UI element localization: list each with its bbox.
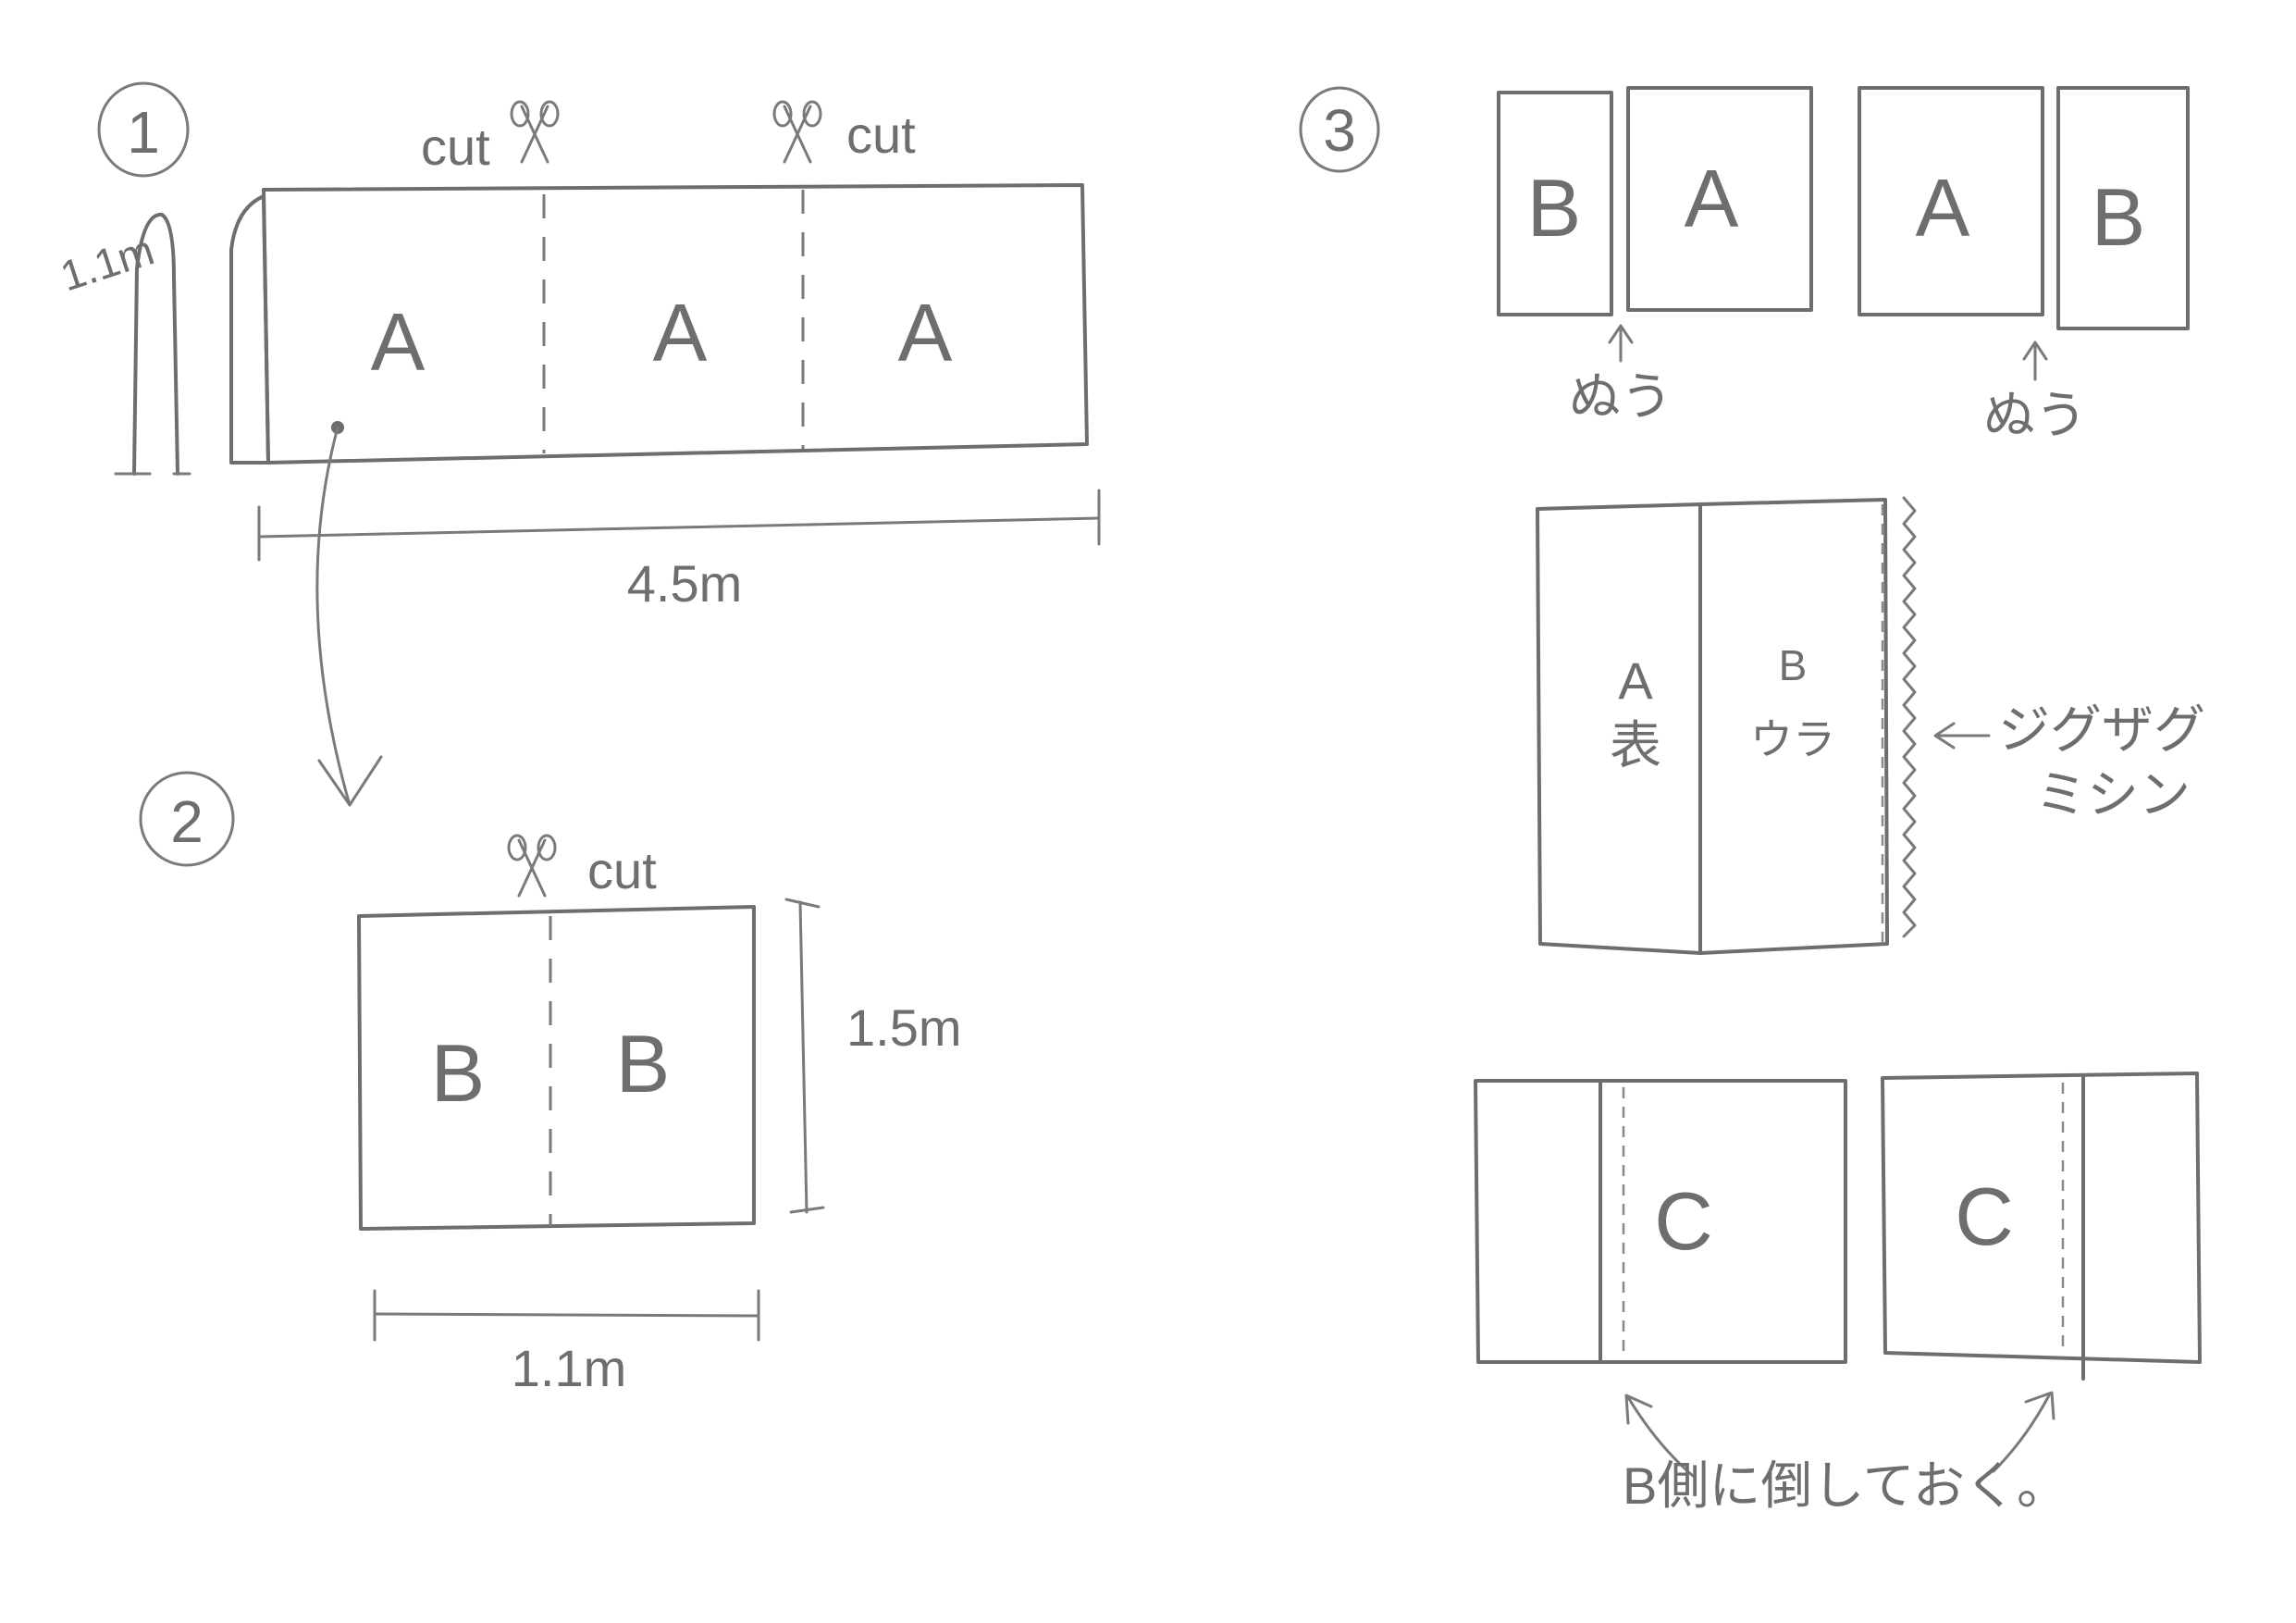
label-a-left: A xyxy=(1685,153,1739,244)
scissors-icon xyxy=(772,100,822,164)
panel-a-2: A xyxy=(653,287,708,378)
panel-b-left xyxy=(1497,91,1613,316)
panel-a-1: A xyxy=(371,296,426,388)
fold-note: B側に倒しておく。 xyxy=(1623,1456,2068,1515)
label-a-right: A xyxy=(1916,162,1970,254)
panel-a-3: A xyxy=(898,287,953,378)
fabric-roll-side xyxy=(132,213,179,476)
zigzag-stitch xyxy=(1902,496,1917,938)
step-2-number: 2 xyxy=(170,788,204,855)
step-1-circle xyxy=(97,81,190,178)
label-c-right: C xyxy=(1955,1171,2014,1262)
arrow-to-step-2 xyxy=(315,426,352,807)
label-b-left: B xyxy=(1527,162,1582,254)
panel-c-right xyxy=(1881,1072,2202,1364)
back-label: ウラ xyxy=(1750,715,1835,763)
cut-label-3: cut xyxy=(587,841,657,899)
sewn-panel-b xyxy=(1698,498,1889,955)
step-1-number: 1 xyxy=(127,99,160,166)
step-3-circle xyxy=(1299,86,1380,173)
panel-b-1: B xyxy=(431,1027,486,1119)
height-label-2: 1.5m xyxy=(846,998,962,1057)
sewn-label-b: B xyxy=(1779,641,1808,689)
scissors-icon xyxy=(510,100,560,164)
panel-b-2: B xyxy=(616,1018,671,1109)
step-3: 3 B A A B ぬう ぬう A 表 B ウラ ジグザグ ミシン xyxy=(1299,86,2205,1515)
fabric-long-rect xyxy=(262,183,1089,465)
length-dim-line xyxy=(257,516,1101,539)
width-label-2: 1.1m xyxy=(512,1339,627,1397)
step-1: 1 1.1m A A A cut cut 4.5m xyxy=(55,81,1101,807)
step-2-circle xyxy=(139,771,235,867)
cut-label-2: cut xyxy=(846,105,916,164)
sew-label-right: ぬう xyxy=(1983,386,2087,444)
panel-c-left xyxy=(1474,1079,1847,1364)
panel-b-right xyxy=(2056,86,2190,330)
width-dim-line xyxy=(373,1312,760,1318)
length-label: 4.5m xyxy=(627,554,743,613)
fold-arrow-right xyxy=(1992,1394,2051,1473)
front-label: 表 xyxy=(1610,716,1661,774)
scissors-icon xyxy=(507,834,557,898)
panel-a-left xyxy=(1626,86,1813,312)
height-dim-line xyxy=(798,900,809,1214)
label-c-left: C xyxy=(1654,1175,1713,1267)
sewn-label-a: A xyxy=(1618,651,1653,710)
step-3-number: 3 xyxy=(1323,97,1356,164)
fabric-b-rect xyxy=(357,905,756,1231)
zigzag-label-1: ジグザグ xyxy=(1998,700,2205,759)
panel-a-right xyxy=(1858,86,2044,316)
fold-arrow-left xyxy=(1626,1395,1695,1478)
label-b-right: B xyxy=(2092,171,2146,263)
zigzag-label-2: ミシン xyxy=(2035,765,2191,824)
sew-label-left: ぬう xyxy=(1569,367,1673,426)
step-2: 2 cut B B 1.5m 1.1m xyxy=(139,771,962,1397)
roll-height-label: 1.1m xyxy=(55,225,159,300)
cut-label-1: cut xyxy=(421,118,490,176)
